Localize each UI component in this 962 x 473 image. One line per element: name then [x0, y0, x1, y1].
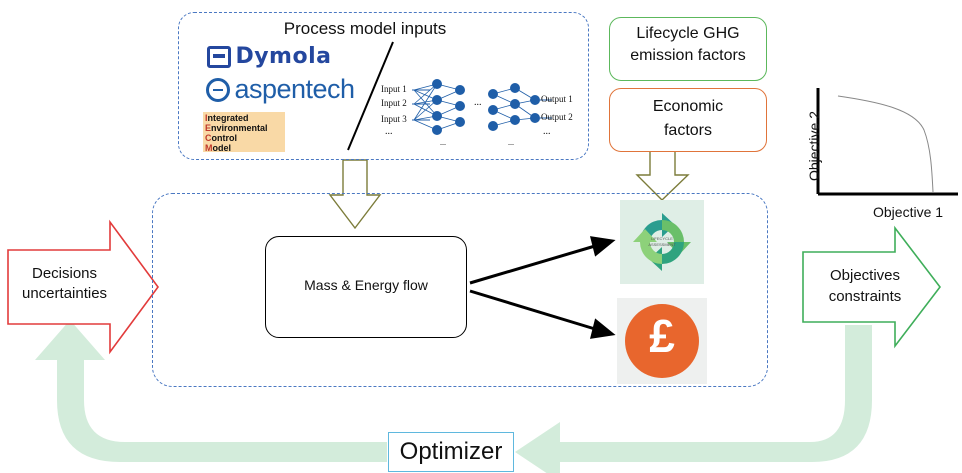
pareto-front-curve — [837, 95, 934, 193]
process-down-arrow — [328, 159, 382, 230]
process-divider-line — [347, 41, 394, 151]
decisions-arrow — [7, 219, 159, 355]
ghg-factors-line1: Lifecycle GHG — [636, 25, 740, 42]
dymola-wordmark: Dymola — [235, 44, 332, 69]
nn-input-label-2: Input 2 — [381, 98, 407, 108]
decisions-line1: Decisions — [32, 265, 98, 282]
nn-output-ellipsis: ... — [543, 126, 551, 137]
nn-output-label-1: Output 1 — [541, 94, 573, 104]
decisions-line2: uncertainties — [22, 285, 108, 302]
iecm-word-2: nvironmental — [211, 123, 268, 133]
pound-symbol: £ — [649, 310, 675, 362]
pareto-ylabel: Objective 2 — [806, 110, 822, 182]
iecm-word-3: ontrol — [211, 133, 238, 143]
aspentech-wave-icon — [206, 77, 230, 102]
feedback-loop — [35, 320, 872, 473]
optimizer-box — [388, 432, 514, 472]
neural-network-nodes — [432, 79, 540, 135]
nn-input-label-3: Input 3 — [381, 114, 407, 124]
network-input-arrows — [412, 89, 552, 121]
feedback-loop-left — [35, 320, 387, 462]
nn-input-ellipsis: ... — [385, 126, 393, 137]
economic-factors-line1: Economic — [652, 98, 724, 115]
ghg-factors-line2: emission factors — [630, 47, 746, 64]
dymola-logo: Dymola — [207, 44, 331, 72]
iecm-logo: Integrated Environmental Control Model — [203, 112, 285, 153]
nn-hidden-ellipsis-3: ... — [508, 138, 514, 147]
feedback-loop-right — [515, 325, 872, 473]
process-inputs-box — [178, 12, 589, 160]
pareto-chart — [816, 88, 958, 196]
process-inputs-title: Process model inputs — [283, 19, 447, 38]
mass-energy-box — [265, 236, 467, 338]
iecm-letter-4: M — [205, 143, 213, 153]
ghg-factors-box — [609, 17, 767, 81]
objectives-arrow — [802, 225, 942, 349]
objectives-line2: constraints — [828, 288, 902, 305]
nn-hidden-ellipsis-2: ... — [440, 138, 446, 147]
model-dashed-box — [152, 193, 768, 387]
optimizer-label: Optimizer — [399, 438, 503, 465]
economic-down-arrow — [635, 144, 690, 201]
lifecycle-icon — [620, 200, 704, 284]
pound-icon-bg — [617, 298, 707, 384]
lifecycle-center-line2: ASSESSMENT — [648, 242, 676, 247]
nn-hidden-ellipsis-1: ... — [474, 97, 482, 108]
aspentech-logo: aspentech — [206, 74, 355, 108]
dymola-printer-icon — [207, 45, 231, 68]
mass-energy-label: Mass & Energy flow — [304, 277, 428, 293]
iecm-letter-2: E — [205, 123, 212, 133]
iecm-letter-1: I — [205, 113, 208, 123]
pareto-xlabel: Objective 1 — [873, 204, 944, 220]
iecm-word-4: odel — [212, 143, 232, 153]
nn-input-label-1: Input 1 — [381, 84, 407, 94]
objectives-line1: Objectives — [829, 267, 901, 284]
iecm-letter-3: C — [205, 133, 212, 143]
aspentech-wordmark: aspentech — [234, 74, 355, 104]
iecm-word-1: ntegrated — [207, 113, 249, 123]
economic-factors-box — [609, 88, 767, 152]
nn-output-label-2: Output 2 — [541, 112, 573, 122]
economic-factors-line2: factors — [663, 122, 712, 139]
output-arrows — [469, 236, 616, 339]
lifecycle-center-line1: LIFECYCLE — [651, 236, 673, 241]
